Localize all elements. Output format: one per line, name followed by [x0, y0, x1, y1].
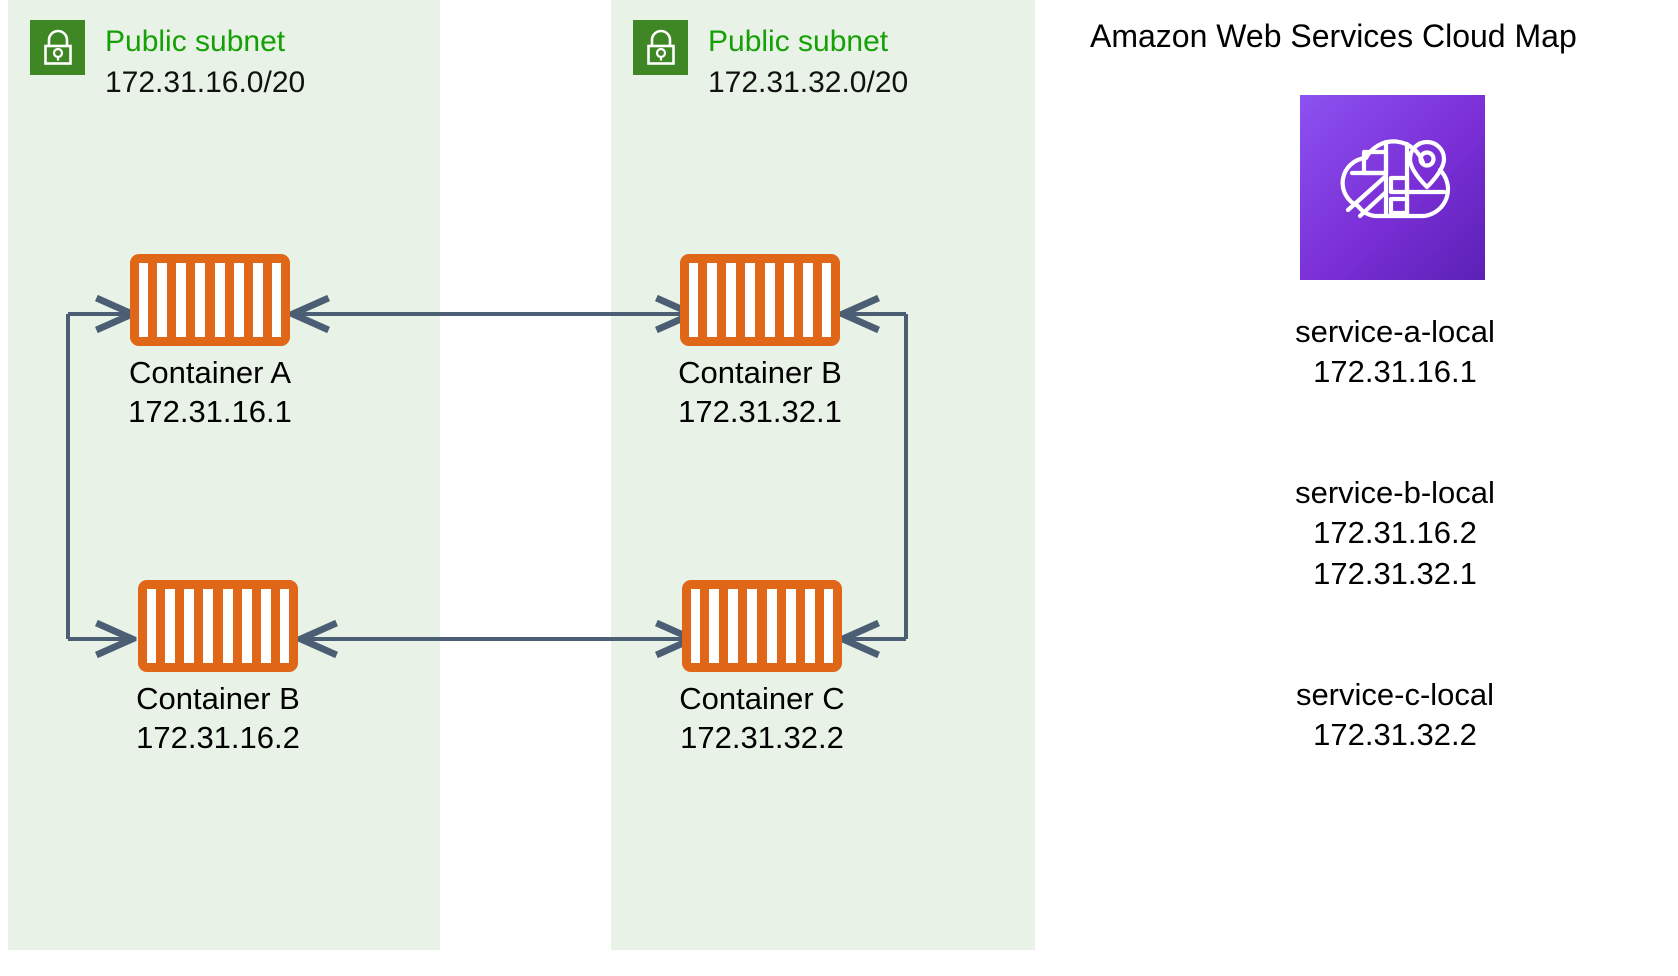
container-bar [814, 589, 824, 663]
node-container-c[interactable]: Container C 172.31.32.2 [632, 580, 892, 758]
service-ip: 172.31.16.2 [1313, 515, 1477, 551]
container-bar [205, 263, 215, 337]
subnet-panel-left: Public subnet 172.31.16.0/20 [8, 0, 440, 950]
container-bar [213, 589, 223, 663]
service-ip: 172.31.32.2 [1313, 717, 1477, 753]
container-icon [130, 254, 290, 346]
container-bar [251, 589, 261, 663]
container-bar [224, 263, 234, 337]
container-bar [262, 263, 272, 337]
node-label: Container A [129, 355, 291, 390]
container-bar [175, 589, 185, 663]
container-bar [793, 263, 803, 337]
node-label: Container B [678, 355, 842, 390]
subnet-name-label: Public subnet [708, 25, 889, 58]
node-label: Container C [679, 681, 845, 716]
container-bar [243, 263, 253, 337]
service-name: service-c-local [1295, 677, 1495, 712]
container-icon [682, 580, 842, 672]
node-container-a[interactable]: Container A 172.31.16.1 [80, 254, 340, 432]
node-label: Container B [136, 681, 300, 716]
container-bar [700, 589, 710, 663]
container-bar [167, 263, 177, 337]
service-ip: 172.31.32.1 [1313, 555, 1477, 591]
node-ip: 172.31.32.2 [680, 719, 844, 755]
container-bar [719, 589, 729, 663]
node-ip: 172.31.32.1 [678, 393, 842, 429]
subnet-cidr-label: 172.31.32.0/20 [708, 65, 909, 99]
container-bar [186, 263, 196, 337]
node-ip: 172.31.16.2 [136, 719, 300, 755]
container-bar [270, 589, 280, 663]
node-container-b-right[interactable]: Container B 172.31.32.1 [630, 254, 890, 432]
container-bar [755, 263, 765, 337]
container-bar [776, 589, 786, 663]
subnet-cidr-label: 172.31.16.0/20 [105, 65, 306, 99]
container-bar [795, 589, 805, 663]
service-entry-c: service-c-local 172.31.32.2 [1185, 675, 1605, 756]
lock-icon [30, 20, 85, 75]
subnet-name-label: Public subnet [105, 25, 286, 58]
container-bar [738, 589, 748, 663]
service-name: service-a-local [1295, 314, 1495, 349]
container-bar [774, 263, 784, 337]
container-bar [698, 263, 708, 337]
node-ip: 172.31.16.1 [128, 393, 292, 429]
container-bar [148, 263, 158, 337]
container-icon [138, 580, 298, 672]
service-entry-b: service-b-local 172.31.16.2 172.31.32.1 [1185, 473, 1605, 594]
subnet-header-left: Public subnet 172.31.16.0/20 [30, 20, 305, 103]
container-bar [736, 263, 746, 337]
service-ip: 172.31.16.1 [1313, 354, 1477, 390]
cloudmap-title: Amazon Web Services Cloud Map [1090, 18, 1577, 54]
service-name: service-b-local [1295, 475, 1495, 510]
container-icon [680, 254, 840, 346]
service-entry-a: service-a-local 172.31.16.1 [1185, 312, 1605, 393]
container-bar [232, 589, 242, 663]
aws-cloud-map-icon [1300, 95, 1485, 280]
container-bar [717, 263, 727, 337]
container-bar [156, 589, 166, 663]
subnet-panel-right: Public subnet 172.31.32.0/20 [611, 0, 1035, 950]
node-container-b-left[interactable]: Container B 172.31.16.2 [88, 580, 348, 758]
subnet-header-right: Public subnet 172.31.32.0/20 [633, 20, 908, 103]
container-bar [757, 589, 767, 663]
container-bar [812, 263, 822, 337]
container-bar [194, 589, 204, 663]
lock-icon [633, 20, 688, 75]
